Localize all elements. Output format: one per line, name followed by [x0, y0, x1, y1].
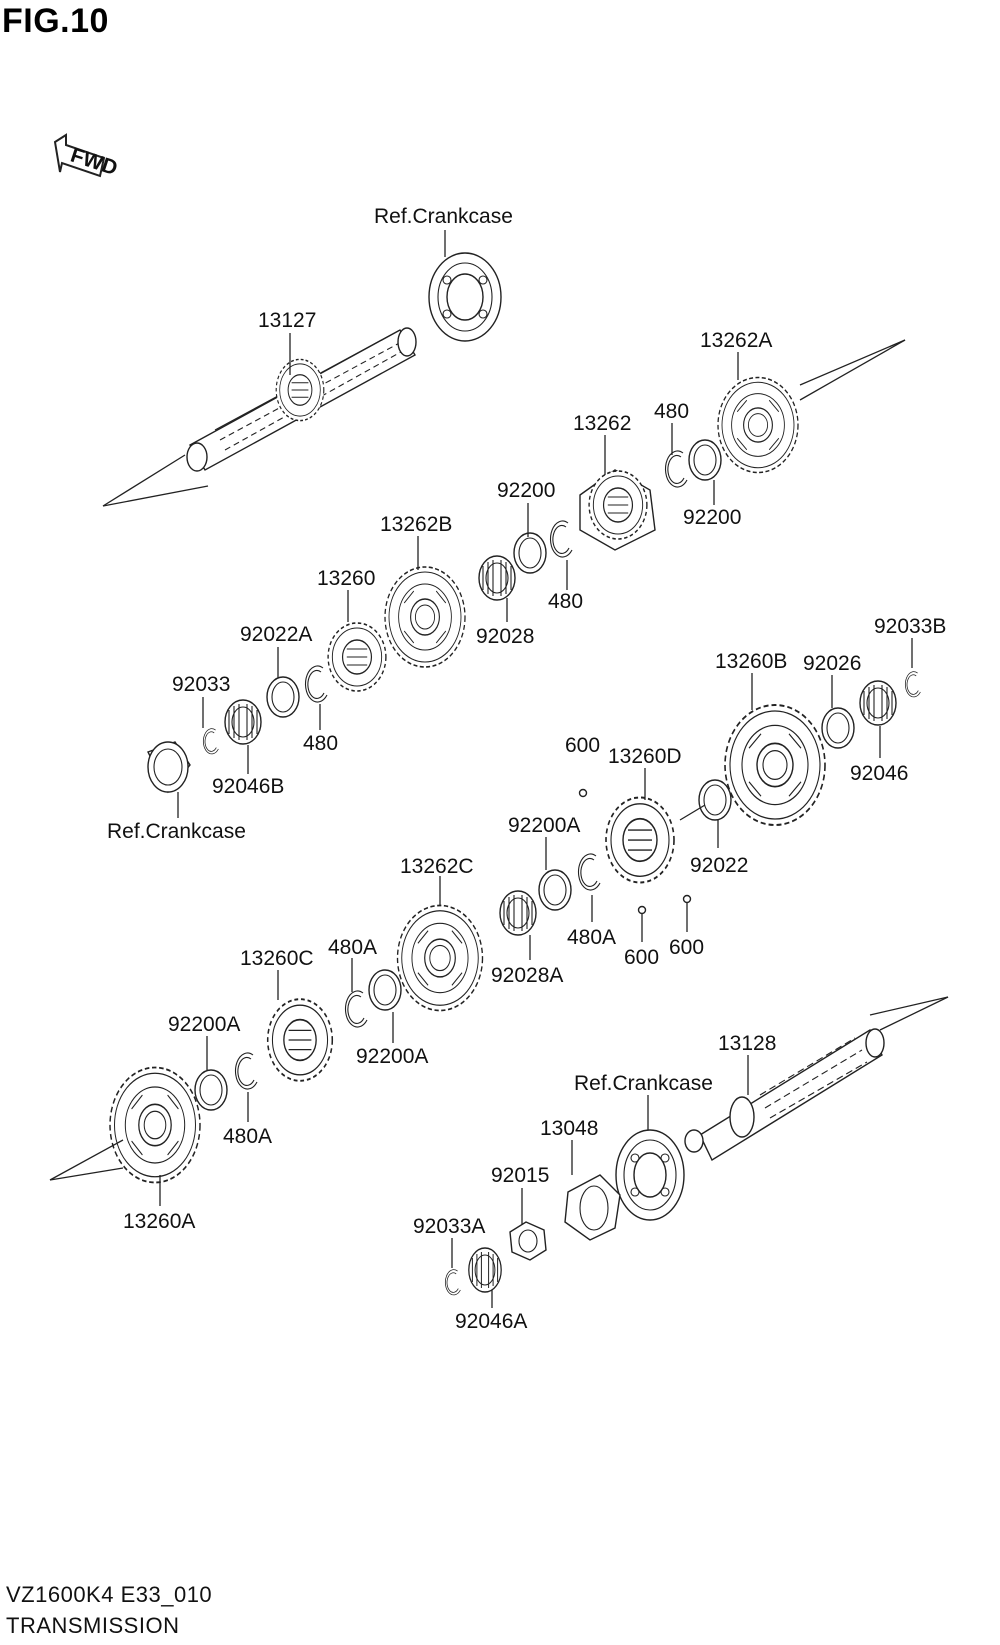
label-480A-a: 480A [567, 926, 616, 949]
cam-13048 [564, 1174, 621, 1241]
needle-bearing-92046B [224, 699, 262, 745]
label-92200A-a: 92200A [508, 814, 580, 837]
circlip-480A-a [577, 853, 601, 891]
needle-bearing-92028 [478, 555, 516, 601]
label-92033A: 92033A [413, 1215, 485, 1238]
circlip-480-b [549, 520, 573, 558]
label-480-a: 480 [654, 400, 689, 423]
circlip-92033B [904, 671, 921, 698]
label-480-c: 480 [303, 732, 338, 755]
washer-92200A-b [368, 969, 402, 1011]
label-480A-b: 480A [328, 936, 377, 959]
washer-92200A-c [194, 1069, 228, 1111]
washer-92022A [266, 676, 300, 718]
label-13127: 13127 [258, 309, 316, 332]
label-13260A: 13260A [123, 1210, 195, 1233]
label-ref-crankcase-top: Ref.Crankcase [374, 205, 513, 228]
label-ref-crankcase-bottom: Ref.Crankcase [574, 1072, 713, 1095]
label-13262B: 13262B [380, 513, 452, 536]
model-code: VZ1600K4 E33_010 [6, 1582, 213, 1607]
label-480-b: 480 [548, 590, 583, 613]
label-92200A-c: 92200A [168, 1013, 240, 1036]
label-92026: 92026 [803, 652, 861, 675]
label-600-a: 600 [565, 734, 600, 757]
leader-lines [159, 230, 913, 1308]
label-92200A-b: 92200A [356, 1045, 428, 1068]
washer-92026 [821, 707, 855, 749]
nut-92015 [509, 1221, 547, 1261]
washer-92200A-a [538, 869, 572, 911]
gear-13260C [266, 998, 334, 1082]
needle-bearing-92046A [468, 1247, 502, 1293]
washer-92200-a [688, 439, 722, 481]
gear-13262 [579, 469, 656, 551]
gear-13262B [384, 566, 466, 668]
gear-13262C [396, 904, 484, 1012]
needle-bearing-92028A [499, 890, 537, 936]
label-92033B: 92033B [874, 615, 946, 638]
ball-bearing-bottom [615, 1129, 685, 1221]
circlip-480-c [304, 665, 328, 703]
gear-13260A [109, 1066, 201, 1184]
label-13260C: 13260C [240, 947, 314, 970]
washer-92200-b [513, 532, 547, 574]
bearing-ref-crankcase-left [147, 741, 191, 794]
circlip-92033 [202, 728, 219, 755]
label-92015: 92015 [491, 1164, 549, 1187]
label-13262A: 13262A [700, 329, 772, 352]
washer-92022 [698, 779, 732, 821]
label-13260B: 13260B [715, 650, 787, 673]
ball-bearing-top [428, 252, 502, 342]
section-name: TRANSMISSION [6, 1613, 180, 1638]
label-13128: 13128 [718, 1032, 776, 1055]
circlip-480A-b [344, 990, 368, 1028]
balls-600 [578, 788, 692, 915]
label-92046B: 92046B [212, 775, 284, 798]
circlip-480A-c [234, 1052, 258, 1090]
needle-bearing-92046 [859, 680, 897, 726]
gear-13260D [605, 796, 675, 884]
label-92022A: 92022A [240, 623, 312, 646]
label-92028A: 92028A [491, 964, 563, 987]
label-ref-crankcase-left: Ref.Crankcase [107, 820, 246, 843]
shaft-13127 [102, 327, 417, 507]
label-92200-a: 92200 [497, 479, 555, 502]
circlip-480-a [664, 450, 688, 488]
gear-13260 [327, 622, 387, 692]
gear-13262A [717, 376, 799, 474]
label-13260D: 13260D [608, 745, 682, 768]
label-92200-b: 92200 [683, 506, 741, 529]
label-13262: 13262 [573, 412, 631, 435]
label-13048: 13048 [540, 1117, 598, 1140]
figure-title: FIG.10 [2, 2, 109, 40]
circlip-92033A [444, 1269, 461, 1296]
label-92028: 92028 [476, 625, 534, 648]
label-92046A: 92046A [455, 1310, 527, 1333]
gear-13260B [724, 704, 826, 826]
label-480A-c: 480A [223, 1125, 272, 1148]
fwd-arrow-icon: FWD [53, 133, 120, 180]
label-92046: 92046 [850, 762, 908, 785]
label-600-b: 600 [624, 946, 659, 969]
part-labels: Ref.Crankcase 13127 13262A 480 13262 922… [107, 205, 946, 1333]
shaft-13128 [684, 1028, 885, 1162]
label-92033: 92033 [172, 673, 230, 696]
label-13260: 13260 [317, 567, 375, 590]
label-92022: 92022 [690, 854, 748, 877]
label-600-c: 600 [669, 936, 704, 959]
label-13262C: 13262C [400, 855, 474, 878]
